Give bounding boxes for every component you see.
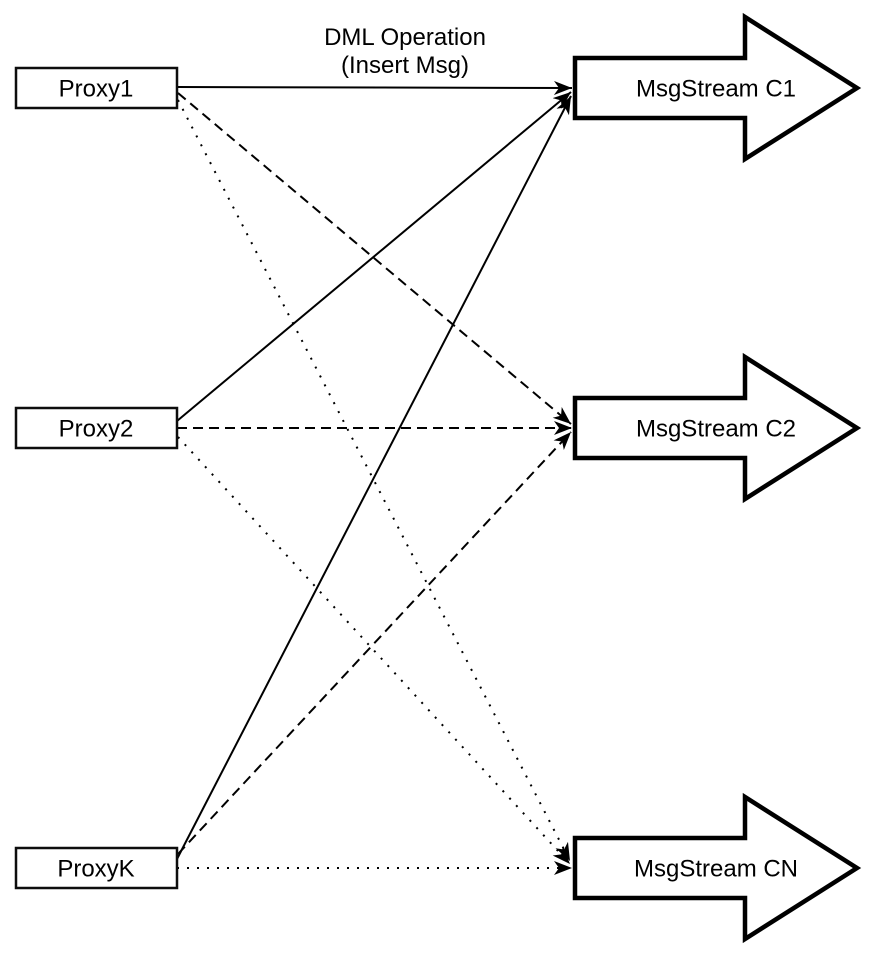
msgstream-c2-arrow-shape [572,352,862,504]
connector-proxy1-msgstream-c1 [176,80,573,95]
connector-proxyk-msgstream-c1 [176,95,572,860]
msgstream-cn-node: MsgStream CN [572,792,862,944]
msgstream-c1-label: MsgStream C1 [636,76,796,103]
proxy1-node: Proxy1 [14,66,179,110]
connector-proxyk-msgstream-c2 [177,431,572,855]
diagram-title-line1: DML Operation [324,24,486,51]
proxy2-node: Proxy2 [14,406,179,450]
proxy1-box [14,66,179,110]
msgstream-cn-label: MsgStream CN [634,856,798,883]
connector-proxy2-msgstream-cn [177,436,571,865]
msgstream-c2-node: MsgStream C2 [572,352,862,504]
msgstream-cn-arrow-shape [572,792,862,944]
proxyk-node: ProxyK [14,846,179,890]
connector-proxy2-msgstream-c1 [176,91,572,422]
proxy2-label: Proxy2 [59,416,134,443]
msgstream-c1-arrow-shape [572,12,862,164]
connector-proxy1-msgstream-cn [177,99,571,862]
proxy2-box [14,406,179,450]
proxy1-label: Proxy1 [59,76,134,103]
proxyk-label: ProxyK [57,856,134,883]
msgstream-c1-node: MsgStream C1 [572,12,862,164]
proxyk-box [14,846,179,890]
diagram-title-line2: (Insert Msg) [341,52,469,79]
connector-proxy1-msgstream-c2 [177,92,572,425]
msgstream-c2-label: MsgStream C2 [636,416,796,443]
